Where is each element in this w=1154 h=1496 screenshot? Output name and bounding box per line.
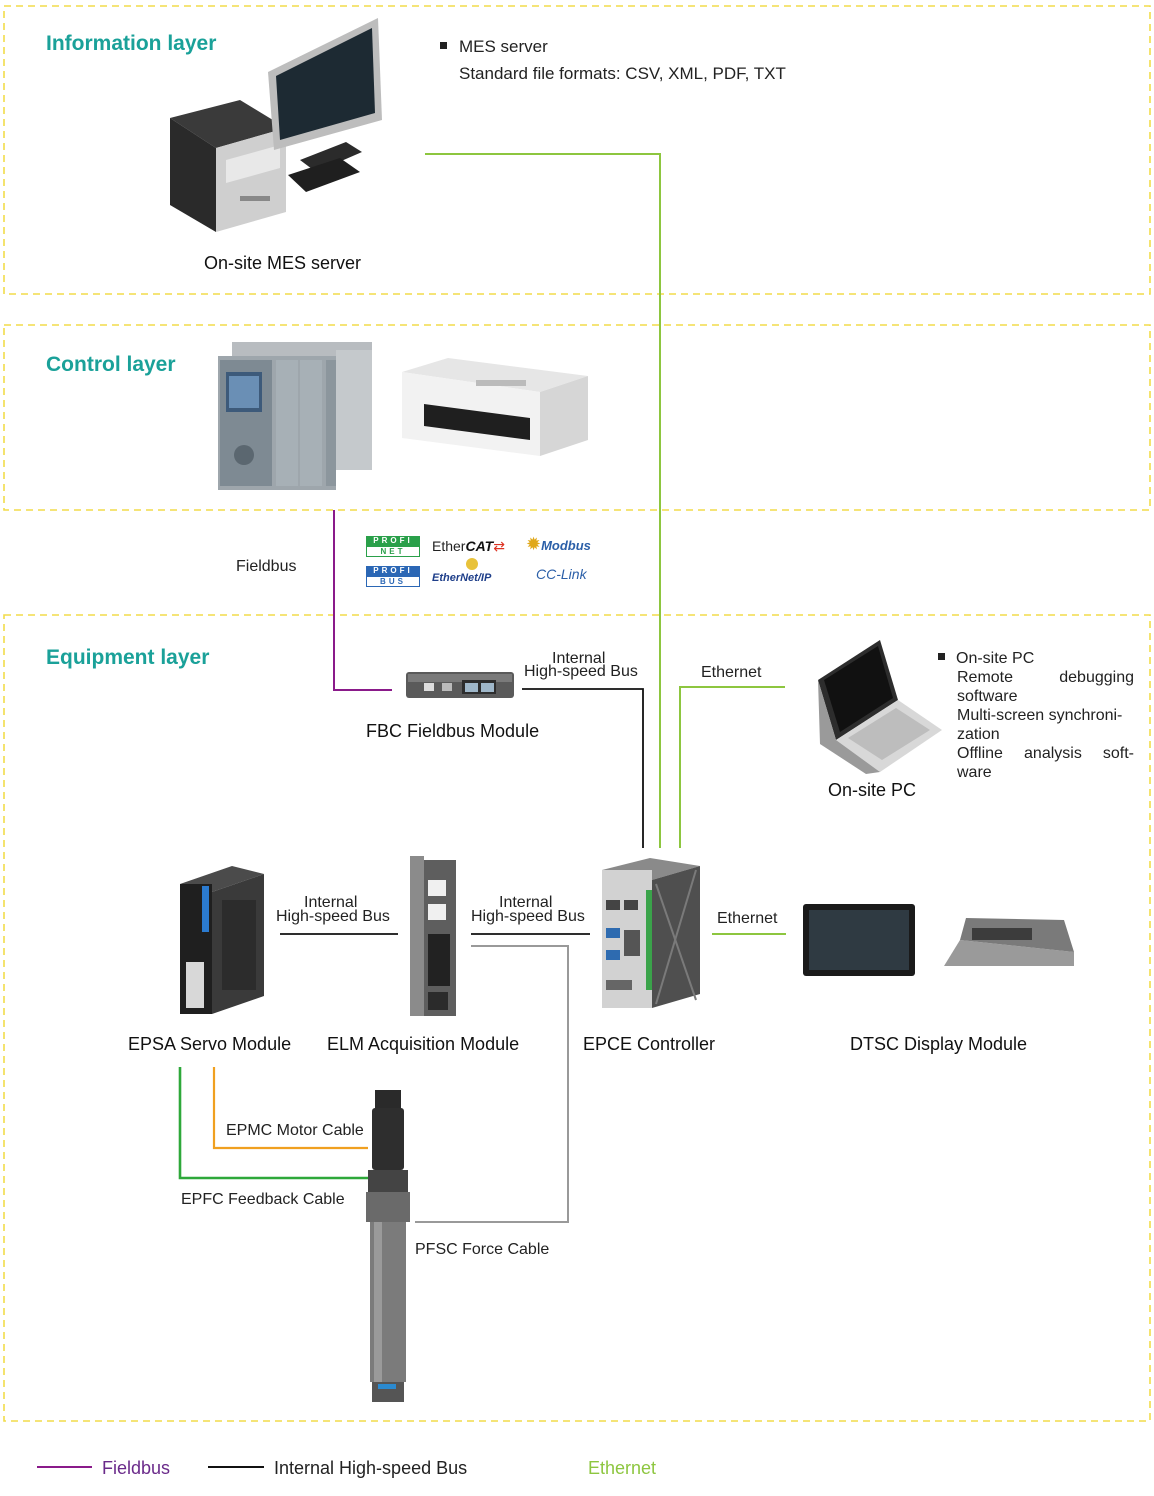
epsa-label: EPSA Servo Module [128, 1034, 292, 1054]
pc-note-line1: On-site PC [956, 650, 1035, 667]
fbc-module-label: FBC Fieldbus Module [366, 721, 540, 741]
legend-fieldbus-label: Fieldbus [102, 1458, 171, 1478]
onsite-pc-label: On-site PC [828, 780, 917, 800]
ethernet-dtsc-label: Ethernet [717, 910, 778, 927]
elm-module-illustration [410, 856, 456, 1016]
arrow-icon: ⇄ [493, 538, 505, 554]
mes-server-label: On-site MES server [204, 253, 362, 273]
legend-ethernet-label: Ethernet [588, 1458, 657, 1478]
ethercat-logo-b: CAT [465, 538, 494, 554]
profinet-logo-top: PROFI [366, 536, 420, 546]
pfsc-label: PFSC Force Cable [415, 1241, 550, 1258]
control-layer-title: Control layer [46, 353, 176, 376]
epce-label: EPCE Controller [583, 1034, 716, 1054]
ethercat-logo: EtherCAT⇄ [432, 538, 505, 555]
highspeed-label-1: High-speed Bus [524, 663, 638, 680]
pc-note-line5: zation [957, 726, 1000, 743]
dtsc-display-illustration [803, 904, 1074, 976]
highspeed-label-2: High-speed Bus [276, 908, 390, 925]
epfc-label: EPFC Feedback Cable [181, 1191, 345, 1208]
ethernetip-logo: EtherNet/IP [432, 572, 492, 584]
laptop-illustration [818, 640, 942, 774]
internal-label-1: Internal [552, 650, 606, 667]
bullet-icon [938, 653, 945, 660]
ethercat-logo-a: Ether [432, 538, 466, 554]
motor-cable-line [212, 1067, 368, 1150]
bullet-icon [440, 42, 447, 49]
ethernet-pc-label: Ethernet [701, 664, 762, 681]
mes-note-line2: Standard file formats: CSV, XML, PDF, TX… [459, 64, 786, 83]
mes-server-illustration [170, 18, 382, 232]
epce-controller-illustration [602, 858, 700, 1008]
pc-note-line4: Multi-screen synchroni- [957, 707, 1123, 724]
mes-note-line1: MES server [459, 37, 548, 56]
fieldbus-label: Fieldbus [236, 558, 297, 575]
profinet-logo: PROFI NET [366, 536, 420, 558]
mes-note: MES server Standard file formats: CSV, X… [440, 33, 786, 87]
ethernet-line-mes [425, 153, 661, 848]
gear-icon: ✹ [526, 534, 542, 554]
profibus-logo-bottom: BUS [366, 576, 420, 587]
pc-note-line7: ware [957, 764, 992, 781]
pc-note-line2: Remote debugging [957, 669, 1134, 686]
fbc-module-illustration [406, 672, 514, 698]
force-cable-line [415, 945, 569, 1223]
modbus-logo-text: Modbus [541, 538, 591, 553]
equipment-layer-title: Equipment layer [46, 646, 210, 669]
siemens-plc-illustration [218, 342, 372, 490]
epmc-label: EPMC Motor Cable [226, 1122, 364, 1139]
pc-note-line3: software [957, 688, 1018, 705]
equipment-layer-box [3, 614, 1151, 1422]
epsa-servo-illustration [180, 866, 264, 1014]
profinet-logo-bottom: NET [366, 546, 420, 557]
ethernet-line-pc [679, 686, 785, 848]
information-layer-box [3, 5, 1151, 295]
internal-label-2: Internal [304, 894, 358, 911]
ethernetip-dot-icon [466, 558, 478, 570]
fieldbus-line [333, 510, 392, 691]
legend-internal-label: Internal High-speed Bus [274, 1458, 468, 1478]
profibus-logo: PROFI BUS [366, 566, 420, 588]
elm-label: ELM Acquisition Module [327, 1034, 520, 1054]
information-layer-title: Information layer [46, 32, 217, 55]
cclink-logo: CC-Link [536, 566, 587, 582]
internal-label-3: Internal [499, 894, 553, 911]
control-layer-box [3, 324, 1151, 511]
mitsubishi-plc-illustration [402, 358, 588, 456]
pc-note: On-site PC Remote debugging software Mul… [938, 649, 1134, 782]
modbus-logo: ✹Modbus [526, 534, 591, 555]
dtsc-label: DTSC Display Module [850, 1034, 1028, 1054]
highspeed-label-3: High-speed Bus [471, 908, 585, 925]
pc-note-line6: Offline analysis soft- [957, 745, 1134, 762]
feedback-cable-line [178, 1067, 368, 1180]
tightening-spindle-illustration [366, 1090, 410, 1402]
internal-line-fbc [522, 688, 644, 848]
profibus-logo-top: PROFI [366, 566, 420, 576]
